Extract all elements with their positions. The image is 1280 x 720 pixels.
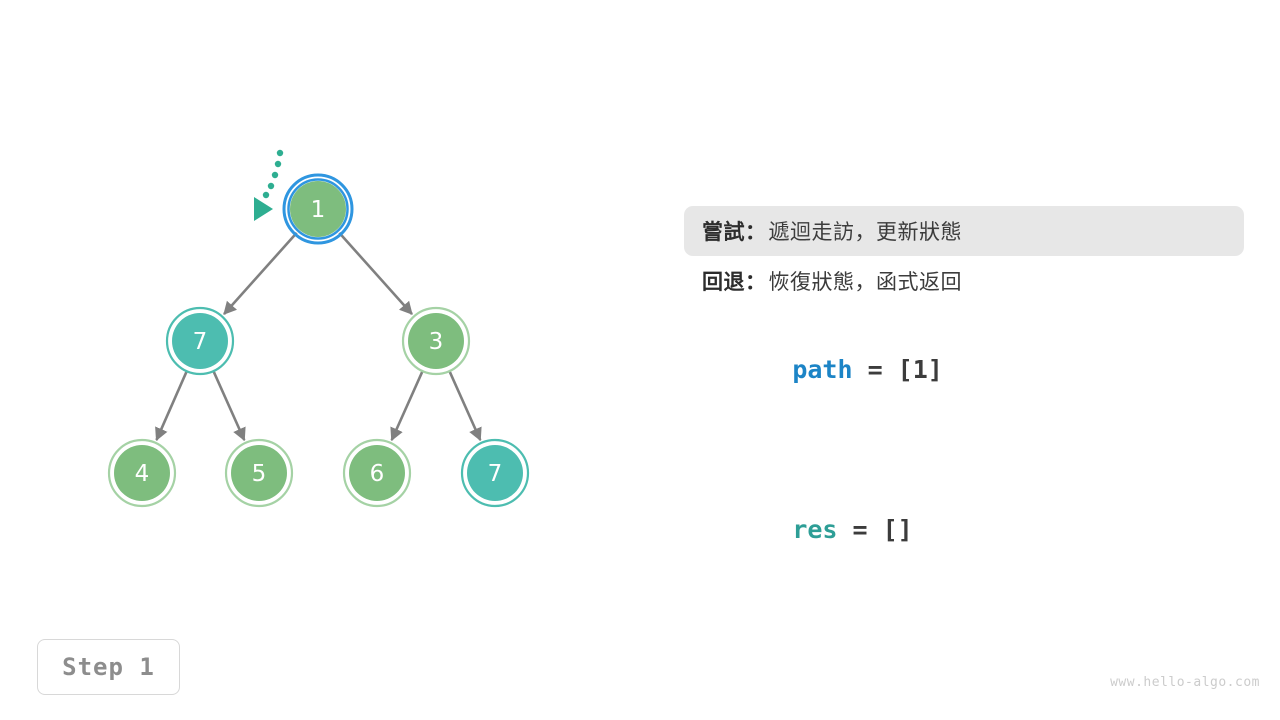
binary-tree-diagram: 1 7 3 4 5 6 7 [107, 149, 530, 508]
variable-res: res = [] [702, 492, 1244, 567]
tree-node-layer: 1 7 3 4 5 6 7 [107, 173, 530, 508]
node-value-label: 6 [370, 461, 385, 487]
node-value-label: 1 [311, 197, 326, 223]
tree-edge [155, 369, 189, 441]
node-outer-ring [107, 438, 177, 508]
hint-backtrack-value: 恢復狀態，函式返回 [768, 271, 962, 294]
hint-try-key: 嘗試： [702, 221, 767, 244]
hint-backtrack-key: 回退： [702, 271, 767, 294]
pointer-trail-dot [274, 160, 282, 168]
variable-path: path = [1] [702, 332, 1244, 407]
hint-try-value: 遞迴走訪，更新狀態 [768, 221, 962, 244]
tree-node-6: 6 [342, 438, 412, 508]
site-watermark: www.hello-algo.com [1110, 675, 1260, 690]
node-disc [231, 445, 287, 501]
node-disc [349, 445, 405, 501]
node-outer-ring [165, 306, 235, 376]
node-value-label: 7 [193, 329, 208, 355]
tree-node-5: 5 [224, 438, 294, 508]
pointer-trail-dot [267, 182, 275, 190]
active-node-inner-ring [287, 178, 349, 240]
tree-node-4: 4 [107, 438, 177, 508]
variable-res-value: = [] [837, 515, 913, 544]
tree-edge-layer [155, 231, 482, 442]
pointer-trail-dot [276, 149, 284, 157]
tree-edge [338, 231, 413, 316]
tree-node-3: 3 [401, 306, 471, 376]
watermark-text: www.hello-algo.com [1110, 675, 1260, 690]
tree-edge [211, 369, 246, 442]
node-value-label: 4 [135, 461, 150, 487]
node-disc [467, 445, 523, 501]
step-badge-label: Step 1 [62, 653, 155, 681]
node-value-label: 5 [252, 461, 267, 487]
traversal-pointer [254, 149, 284, 221]
tree-node-7: 7 [460, 438, 530, 508]
tree-edge [223, 231, 298, 316]
tree-node-1: 1 [282, 173, 354, 245]
hint-row-backtrack: 回退： 恢復狀態，函式返回 [684, 256, 1244, 306]
variable-path-value: = [1] [852, 355, 943, 384]
active-node-outer-ring [282, 173, 354, 245]
variable-res-name: res [792, 515, 838, 544]
tree-edge [390, 369, 425, 442]
node-disc [408, 313, 464, 369]
hint-row-try: 嘗試： 遞迴走訪，更新狀態 [684, 206, 1244, 256]
node-outer-ring [224, 438, 294, 508]
node-outer-ring [342, 438, 412, 508]
node-outer-ring [401, 306, 471, 376]
node-disc [290, 181, 346, 237]
pointer-arrow-icon [254, 197, 273, 221]
pointer-trail-dot [262, 191, 270, 199]
state-panel: 嘗試： 遞迴走訪，更新狀態 回退： 恢復狀態，函式返回 path = [1] r… [684, 206, 1244, 567]
node-value-label: 3 [429, 329, 444, 355]
tree-edge [447, 369, 482, 442]
node-value-label: 7 [488, 461, 503, 487]
pointer-trail-dot [271, 171, 279, 179]
node-disc [172, 313, 228, 369]
node-disc [114, 445, 170, 501]
variable-path-name: path [792, 355, 853, 384]
step-badge: Step 1 [37, 639, 180, 695]
node-outer-ring [460, 438, 530, 508]
tree-node-7: 7 [165, 306, 235, 376]
